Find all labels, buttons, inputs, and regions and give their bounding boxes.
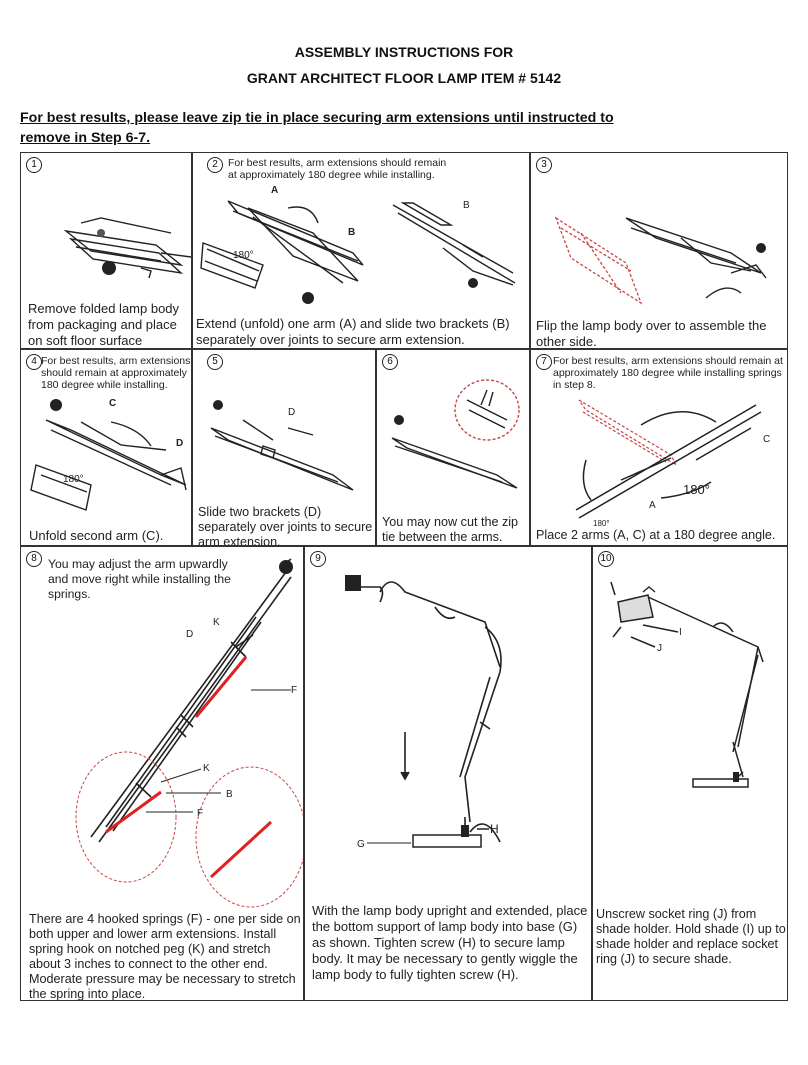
slide-brackets-illustration: D	[210, 400, 354, 491]
step-caption: Remove folded lamp body from packaging a…	[28, 301, 180, 348]
unfold-second-arm-illustration: C D 180°	[30, 398, 187, 511]
step-number: 9	[310, 551, 326, 567]
step-8-panel: 8 You may adjust the arm upwardly and mo…	[20, 546, 304, 1001]
place-arms-illustration: C A 180° 180°	[575, 399, 770, 528]
step-number: 1	[26, 157, 42, 173]
label-d: D	[186, 629, 193, 640]
label-c: C	[109, 398, 116, 409]
cut-zip-tie-illustration	[391, 379, 520, 489]
angle-label: 180°	[233, 250, 254, 261]
label-h: H	[490, 822, 499, 836]
label-d: D	[288, 407, 295, 418]
step-7-panel: 7 For best results, arm extensions shoul…	[530, 349, 788, 546]
step-2-panel: 2 For best results, arm extensions shoul…	[192, 152, 530, 349]
step-number: 7	[536, 354, 552, 370]
step-3-panel: 3 Flip the lamp body over to assemble th…	[530, 152, 788, 349]
step-number: 2	[207, 157, 223, 173]
step-caption: Place 2 arms (A, C) at a 180 degree angl…	[536, 528, 776, 542]
label-f: F	[291, 685, 297, 696]
step-hint: You may adjust the arm upwardly and move…	[48, 557, 231, 601]
label-c: C	[763, 434, 770, 445]
install-springs-illustration: D K F K B F	[75, 558, 303, 908]
step-5-panel: 5 D Slide two brackets (D) separately ov…	[192, 349, 376, 546]
document-title-line1: ASSEMBLY INSTRUCTIONS FOR	[294, 44, 514, 60]
attach-base-illustration: G H	[345, 575, 502, 850]
step-number: 10	[598, 551, 614, 567]
angle-label-large: 180°	[683, 482, 710, 497]
label-b: B	[348, 227, 355, 238]
label-a: A	[649, 500, 656, 511]
step-caption: Slide two brackets (D) separately over j…	[198, 505, 373, 546]
step-9-panel: 9 G H With the lamp body upright and ext…	[304, 546, 592, 1001]
step-1-panel: 1 Remove folded lamp body from packaging…	[20, 152, 192, 349]
label-f: F	[197, 808, 203, 819]
step-hint: For best results, arm extensions should …	[41, 355, 191, 391]
step-caption: You may now cut the zip tie between the …	[382, 515, 519, 544]
attach-shade-illustration: I J	[610, 581, 764, 788]
step-number: 8	[26, 551, 42, 567]
step-10-panel: 10 I J Unscrew socket ring (J) from shad…	[592, 546, 788, 1001]
label-d: D	[176, 438, 183, 449]
label-b: B	[226, 789, 233, 800]
label-a: A	[271, 185, 278, 196]
label-k: K	[203, 763, 210, 774]
step-6-panel: 6 You may now cut the zip tie between th…	[376, 349, 530, 546]
folded-lamp-illustration	[63, 217, 191, 279]
step-hint: For best results, arm extensions should …	[228, 157, 447, 181]
label-j: J	[657, 643, 662, 654]
angle-label: 180°	[63, 474, 84, 485]
step-hint: For best results, arm extensions should …	[553, 355, 783, 391]
flip-lamp-illustration	[554, 216, 767, 305]
arm-extension-illustration: A B B 180°	[200, 185, 516, 304]
step-caption: Flip the lamp body over to assemble the …	[536, 318, 767, 349]
step-caption: Unfold second arm (C).	[29, 528, 164, 543]
label-i: I	[679, 627, 682, 638]
step-4-panel: 4 For best results, arm extensions shoul…	[20, 349, 192, 546]
step-caption: There are 4 hooked springs (F) - one per…	[29, 912, 301, 1001]
label-b: B	[463, 200, 470, 211]
step-number: 5	[207, 354, 223, 370]
instruction-note: For best results, please leave zip tie i…	[20, 110, 614, 146]
step-caption: Extend (unfold) one arm (A) and slide tw…	[196, 316, 510, 347]
step-number: 6	[382, 354, 398, 370]
label-g: G	[357, 839, 365, 850]
angle-label-small: 180°	[593, 519, 610, 528]
step-number: 3	[536, 157, 552, 173]
document-title-line2: GRANT ARCHITECT FLOOR LAMP ITEM # 5142	[246, 70, 562, 86]
step-caption: Unscrew socket ring (J) from shade holde…	[596, 907, 786, 966]
step-caption: With the lamp body upright and extended,…	[312, 903, 588, 982]
label-k: K	[213, 617, 220, 628]
step-number: 4	[26, 354, 42, 370]
